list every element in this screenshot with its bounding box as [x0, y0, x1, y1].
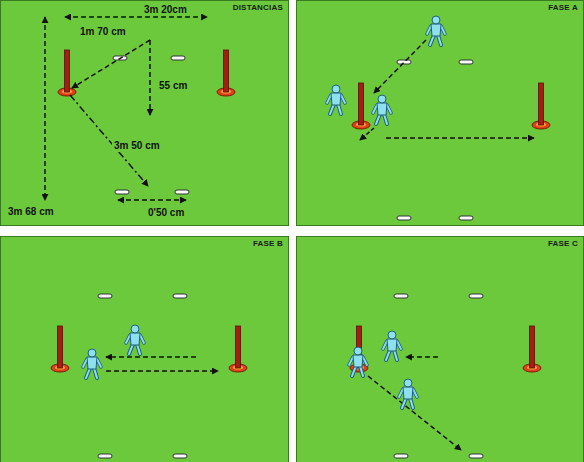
dimension-arrow [65, 16, 207, 18]
slalom-pole [217, 50, 235, 96]
flat-marker [173, 454, 187, 458]
flat-marker [459, 216, 473, 220]
movement-arrow [360, 128, 374, 140]
field-panel: DISTANCIAS [0, 0, 289, 226]
slalom-pole [523, 326, 541, 372]
panel-title: DISTANCIAS [233, 3, 283, 12]
dimension-label: 1m 70 cm [78, 26, 128, 38]
player-figure [427, 16, 445, 45]
dimension-label: 55 cm [157, 80, 189, 92]
flat-marker [175, 190, 189, 194]
flat-marker [469, 454, 483, 458]
distances-drawing [45, 17, 235, 200]
panel-title: FASE B [253, 239, 283, 248]
field-panel [1, 237, 289, 462]
field-panel [297, 1, 584, 226]
slalom-pole [58, 50, 76, 96]
field-panel [297, 237, 584, 462]
player-figure [373, 95, 391, 124]
movement-arrow [374, 40, 426, 93]
dimension-arrow [44, 17, 46, 200]
panel-title: FASE A [548, 3, 578, 12]
player-figure [83, 349, 101, 378]
movement-arrow [106, 370, 218, 372]
flat-marker [459, 60, 473, 64]
dimension-arrow [72, 40, 150, 88]
flat-marker [469, 294, 483, 298]
movement-arrow [106, 356, 196, 358]
flat-marker [397, 216, 411, 220]
dimension-arrow [149, 40, 151, 115]
dimension-label: 3m 50 cm [112, 140, 162, 152]
flat-marker [394, 294, 408, 298]
flat-marker [171, 56, 185, 60]
dimension-label: 3m 20cm [142, 4, 189, 16]
flat-marker [394, 454, 408, 458]
player-figure [126, 325, 144, 354]
dimension-arrow [118, 199, 186, 201]
field-panel: FASE A [296, 0, 584, 226]
slalom-pole [352, 83, 370, 129]
dimension-label: 3m 68 cm [6, 206, 56, 218]
player-figure [327, 85, 345, 114]
flat-marker [98, 294, 112, 298]
slalom-pole [51, 326, 69, 372]
flat-marker [115, 190, 129, 194]
flat-marker [173, 294, 187, 298]
movement-arrow [386, 137, 534, 139]
field-panel: FASE B [0, 236, 289, 462]
field-panel [1, 1, 289, 226]
panel-title: FASE C [548, 239, 578, 248]
slalom-pole [532, 83, 550, 129]
player-figure [399, 379, 417, 408]
player-figure [383, 331, 401, 360]
slalom-pole [229, 326, 247, 372]
player-figure [349, 347, 367, 376]
phase-a-drawing [327, 16, 550, 220]
movement-arrow [406, 356, 438, 358]
phase-b-drawing [51, 294, 247, 458]
movement-arrow [368, 376, 461, 450]
phase-c-drawing [349, 294, 541, 458]
dimension-label: 0'50 cm [146, 207, 186, 219]
field-panel: FASE C [296, 236, 584, 462]
flat-marker [98, 454, 112, 458]
